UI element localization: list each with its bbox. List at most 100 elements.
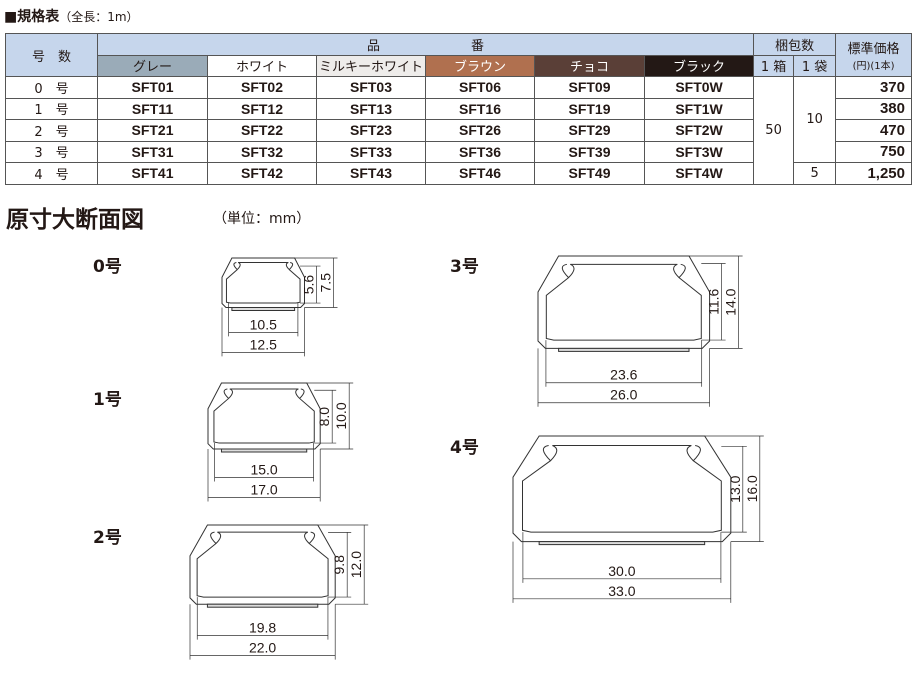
title-main: ■規格表 (4, 9, 60, 25)
color-black: ブラック (643, 54, 755, 77)
height-dimension-lines (689, 255, 743, 349)
price-sublabel: (円)(1本) (852, 61, 895, 72)
color-brown: ブラウン (425, 54, 535, 77)
inner-height-label: 13.0 (727, 475, 743, 502)
inner-width-label: 23.6 (610, 367, 637, 383)
tape-base (220, 448, 308, 453)
inner-width-label: 19.8 (249, 620, 276, 636)
product-code: SFT1W (643, 97, 755, 120)
duct-diagram-4 (512, 435, 764, 603)
product-code: SFT21 (97, 119, 208, 142)
duct-outline (537, 255, 711, 349)
color-gray: グレー (97, 54, 208, 77)
diagram-label-4: 4号 (450, 438, 479, 458)
outer-width-label: 26.0 (610, 387, 637, 403)
product-code: SFT09 (534, 76, 645, 99)
outer-height-label: 14.0 (723, 288, 739, 315)
product-code: SFT41 (97, 162, 208, 185)
title-sub: （全長：1m） (59, 10, 139, 24)
width-dimension-lines (189, 597, 336, 660)
tape-base (231, 307, 296, 311)
diagram-label-2: 2号 (93, 528, 122, 548)
duct-outline (221, 257, 305, 308)
product-code: SFT39 (534, 140, 645, 163)
outer-height-label: 10.0 (333, 402, 349, 429)
product-code: SFT03 (316, 76, 426, 99)
product-code: SFT11 (97, 97, 208, 120)
diagram-label-1: 1号 (93, 390, 122, 410)
duct-diagram-0 (221, 257, 338, 357)
diagram-label-3: 3号 (450, 257, 479, 277)
duct-lip (233, 261, 294, 270)
color-choco: チョコ (534, 54, 645, 77)
product-code: SFT16 (425, 97, 535, 120)
header-code: 品 番 (96, 33, 755, 56)
duct-inner (545, 263, 702, 341)
width-dimension-lines (537, 340, 710, 407)
inner-width-label: 10.5 (250, 316, 277, 332)
price-label: 標準価格 (847, 42, 900, 57)
duct-lip (223, 388, 305, 399)
header-bag: 1 袋 (793, 54, 837, 77)
duct-inner (213, 388, 315, 444)
tape-base (538, 541, 706, 546)
bag-qty: 5 (793, 162, 837, 185)
product-code: SFT2W (643, 119, 755, 142)
product-code: SFT12 (207, 97, 317, 120)
width-dimension-lines (207, 443, 321, 502)
size-cell: 2 号 (5, 119, 98, 142)
price-cell: 750 (835, 140, 912, 163)
outer-width-label: 33.0 (608, 583, 635, 599)
duct-inner (522, 445, 722, 533)
size-cell: 0 号 (5, 76, 98, 99)
duct-diagram-2 (189, 524, 369, 660)
inner-height-label: 9.8 (331, 555, 347, 575)
unit-note: （単位：mm） (213, 211, 311, 227)
height-dimension-lines (704, 435, 764, 542)
box-qty: 50 (753, 76, 795, 185)
height-dimension-lines (294, 257, 338, 308)
spec-table: 号 数 品 番 梱包数 標準価格 (円)(1本) グレー ホワイト ミルキーホワイ… (5, 33, 912, 185)
height-dimension-lines (317, 524, 369, 605)
product-code: SFT06 (425, 76, 535, 99)
width-dimension-lines (512, 532, 732, 603)
inner-height-label: 11.6 (706, 288, 722, 314)
spec-table-title: ■規格表（全長：1m） (4, 6, 139, 26)
outer-height-label: 12.0 (348, 551, 364, 578)
tape-base (206, 603, 319, 608)
duct-lip (210, 531, 316, 544)
inner-height-label: 8.0 (316, 407, 332, 427)
color-milk-white: ミルキーホワイト (316, 54, 426, 77)
duct-inner (225, 261, 301, 304)
outer-width-label: 17.0 (250, 482, 277, 498)
inner-height-label: 5.6 (301, 275, 317, 295)
header-size: 号 数 (5, 33, 98, 77)
price-cell: 370 (835, 76, 912, 99)
inner-width-label: 15.0 (250, 462, 277, 478)
height-dimension-lines (306, 382, 354, 450)
header-pack: 梱包数 (753, 33, 837, 56)
color-white: ホワイト (207, 54, 317, 77)
section-title: 原寸大断面図 (6, 207, 144, 233)
outer-width-label: 22.0 (249, 640, 276, 656)
diagram-label-0: 0号 (93, 257, 122, 277)
duct-outline (189, 524, 336, 605)
duct-lip (542, 445, 701, 462)
bag-qty: 10 (793, 76, 837, 163)
product-code: SFT01 (97, 76, 208, 99)
duct-inner (196, 531, 329, 598)
duct-diagram-1 (207, 382, 354, 502)
duct-outline (207, 382, 321, 450)
duct-diagram-3 (537, 255, 743, 407)
duct-lip (561, 263, 686, 278)
price-cell: 1,250 (835, 162, 912, 185)
product-code: SFT46 (425, 162, 535, 185)
product-code: SFT0W (643, 76, 755, 99)
size-cell: 1 号 (5, 97, 98, 120)
price-cell: 380 (835, 97, 912, 120)
outer-height-label: 16.0 (744, 475, 760, 502)
